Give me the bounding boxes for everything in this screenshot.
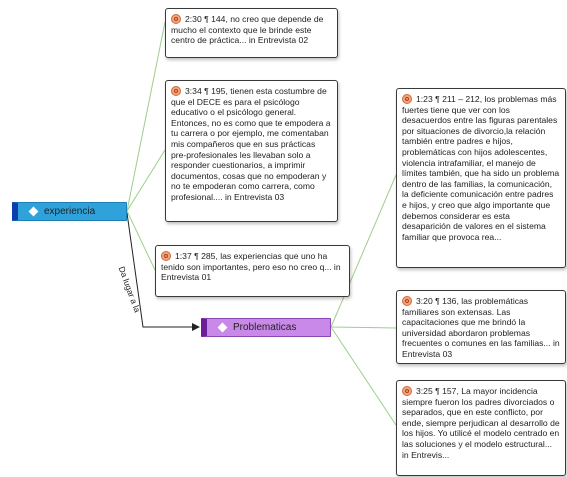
quotation-icon xyxy=(161,251,171,261)
quote-node[interactable]: 1:23 ¶ 211 – 212, los problemas más fuer… xyxy=(396,88,566,268)
quote-text: 2:30 ¶ 144, no creo que depende de mucho… xyxy=(171,14,324,46)
link-problematicas-quote-6 xyxy=(330,326,397,426)
link-experiencia-quote-2 xyxy=(126,149,166,212)
quotation-icon xyxy=(171,86,181,96)
quote-node[interactable]: 2:30 ¶ 144, no creo que depende de mucho… xyxy=(165,8,338,58)
quote-node[interactable]: 3:34 ¶ 195, tienen esta costumbre de que… xyxy=(165,80,338,222)
quote-node[interactable]: 3:25 ¶ 157, La mayor incidencia siempre … xyxy=(396,380,566,476)
quote-text: 3:20 ¶ 136, las problemáticas familiares… xyxy=(402,296,560,359)
code-diamond-icon xyxy=(217,322,228,333)
quotation-icon xyxy=(402,296,412,306)
link-experiencia-quote-3 xyxy=(126,210,156,271)
code-diamond-icon xyxy=(28,206,39,217)
quote-node[interactable]: 1:37 ¶ 285, las experiencias que uno ha … xyxy=(155,245,350,297)
link-da-lugar-a-la xyxy=(126,212,200,331)
code-node-experiencia[interactable]: experiencia xyxy=(12,202,127,221)
quote-text: 1:23 ¶ 211 – 212, los problemas más fuer… xyxy=(402,94,560,242)
quotation-icon xyxy=(402,386,412,396)
link-problematicas-quote-5 xyxy=(330,326,397,329)
link-problematicas-quote-4 xyxy=(330,174,397,328)
quotation-icon xyxy=(171,14,181,24)
link-experiencia-quote-1 xyxy=(126,21,166,212)
code-label: Problematicas xyxy=(233,322,297,333)
quote-text: 1:37 ¶ 285, las experiencias que uno ha … xyxy=(161,251,341,283)
quotation-icon xyxy=(402,94,412,104)
quote-text: 3:34 ¶ 195, tienen esta costumbre de que… xyxy=(171,86,331,202)
code-label: experiencia xyxy=(44,206,96,217)
code-node-problematicas[interactable]: Problematicas xyxy=(201,318,331,337)
quote-node[interactable]: 3:20 ¶ 136, las problemáticas familiares… xyxy=(396,290,566,364)
quote-text: 3:25 ¶ 157, La mayor incidencia siempre … xyxy=(402,386,560,460)
